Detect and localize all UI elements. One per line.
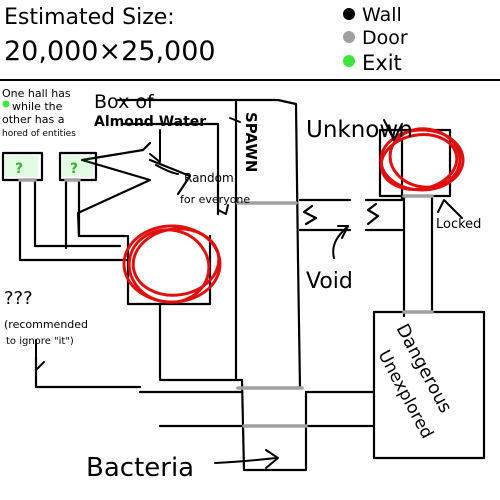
zigzag-wall: [76, 141, 152, 238]
arrow-bacteria: [214, 457, 277, 464]
random-label-line1: Random: [184, 171, 234, 185]
hall-box-right-wall: [58, 151, 98, 182]
exit-mark-right: ?: [70, 161, 78, 177]
arrow-random: [155, 164, 179, 175]
hall-note-line2: while the: [12, 100, 63, 113]
corridor-a-outer: [18, 178, 130, 262]
door-legend-dot: [343, 31, 355, 43]
hall-note-line3: other has a: [2, 113, 64, 126]
bacteria-label: Bacteria: [86, 453, 194, 483]
estimated-size-label: Estimated Size:: [4, 5, 175, 30]
unknown-corridor-wall: [402, 194, 434, 318]
arrow-almond: [149, 129, 161, 163]
lower-left-wall: [158, 302, 244, 382]
void-label: Void: [306, 269, 353, 294]
annotation-arrows: [35, 117, 463, 469]
exits: ? ?: [2, 100, 93, 177]
exit-box-left: [5, 156, 38, 177]
wall-legend-dot: [343, 8, 355, 20]
hall-box-left-wall: [1, 151, 44, 182]
far-left-corridor: [34, 355, 142, 389]
void-right-jagged: [366, 202, 380, 226]
arrow-recommend: [35, 339, 45, 371]
question-marks-label: ???: [4, 288, 33, 309]
almond-water-label-line2: Almond Water: [94, 114, 206, 130]
legend: Wall Door Exit: [343, 4, 408, 75]
exit-box-right: [62, 156, 93, 177]
arrow-unknown: [383, 119, 403, 141]
estimated-size-value: 20,000×25,000: [4, 36, 216, 67]
dangerous-room-wall: [372, 310, 486, 460]
unknown-label: Unknown: [306, 117, 413, 143]
corridor-a-inner: [33, 178, 122, 248]
almond-water-label-line1: Box of: [94, 91, 155, 113]
lower-right-corridor: [304, 390, 376, 428]
exit-mark-left: ?: [15, 161, 23, 177]
legend-exit-label: Exit: [362, 51, 402, 75]
doors: [18, 178, 434, 428]
corridor-b-inner: [77, 178, 128, 238]
hall-note-exit-dot: [2, 100, 10, 108]
zigzag-wall-2: [148, 158, 192, 196]
recommend-note-line2: to ignore "it"): [6, 336, 74, 347]
hall-note-line4: hored of entities: [2, 129, 76, 139]
void-right-corridor: [364, 138, 404, 232]
hazards: [122, 127, 465, 304]
hall-note-line1: One hall has: [2, 87, 71, 100]
random-label-line2: for everyone: [180, 193, 250, 206]
top-corridor-bottom: [122, 122, 220, 216]
void-left-jagged: [302, 204, 318, 226]
exit-legend-dot: [343, 55, 355, 67]
arrow-locked: [437, 199, 463, 219]
locked-label: Locked: [436, 217, 481, 232]
legend-door-label: Door: [362, 27, 408, 49]
legend-wall-label: Wall: [362, 4, 402, 26]
recommend-note-line1: (recommended: [4, 318, 88, 331]
spawn-hall-right: [234, 98, 302, 390]
void-left-corridor: [298, 198, 352, 232]
spawn-label: SPAWN: [242, 112, 260, 172]
